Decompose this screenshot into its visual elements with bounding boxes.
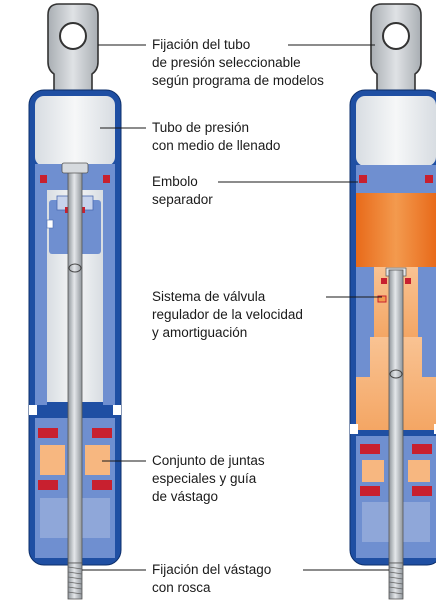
label-rod-mount-line-2: con rosca [152, 580, 211, 595]
label-valve-system-line-1: Sistema de válvula [152, 289, 266, 304]
label-valve-system: Sistema de válvula regulador de la veloc… [152, 289, 303, 340]
label-seal-pack-line-2: especiales y guía [152, 471, 257, 486]
label-valve-system-line-2: regulador de la velocidad [152, 307, 303, 322]
right-gas-spring [349, 3, 436, 600]
label-seal-pack-line-1: Conjunto de juntas [152, 453, 265, 468]
left-gas-spring [28, 3, 122, 600]
label-tube-mount-line-3: según programa de modelos [152, 73, 324, 88]
label-seal-pack-line-3: de vástago [152, 489, 218, 504]
left-gas-chamber [35, 96, 115, 166]
right-separator-piston [356, 165, 436, 193]
right-mount-eye [382, 22, 410, 50]
label-seal-pack: Conjunto de juntas especiales y guía de … [152, 453, 265, 504]
leader-lines [82, 44, 389, 571]
left-tube-mount [47, 3, 99, 93]
label-separator-piston-line-1: Embolo [152, 174, 198, 189]
label-pressure-tube-line-2: con medio de llenado [152, 138, 280, 153]
label-tube-mount-line-2: de presión seleccionable [152, 55, 301, 70]
label-rod-mount: Fijación del vástago con rosca [152, 562, 271, 595]
right-piston-rod [388, 269, 404, 600]
right-oil-chamber [356, 193, 436, 267]
label-tube-mount: Fijación del tubo de presión seleccionab… [152, 37, 324, 88]
label-separator-piston-line-2: separador [152, 192, 213, 207]
left-piston-rod [61, 162, 89, 600]
label-separator-piston: Embolo separador [152, 174, 213, 207]
label-tube-mount-line-1: Fijación del tubo [152, 37, 250, 52]
label-pressure-tube: Tubo de presión con medio de llenado [152, 120, 280, 153]
left-mount-eye [59, 22, 87, 50]
label-pressure-tube-line-1: Tubo de presión [152, 120, 249, 135]
right-tube-mount [370, 3, 422, 93]
label-valve-system-line-3: y amortiguación [152, 325, 247, 340]
label-rod-mount-line-1: Fijación del vástago [152, 562, 271, 577]
